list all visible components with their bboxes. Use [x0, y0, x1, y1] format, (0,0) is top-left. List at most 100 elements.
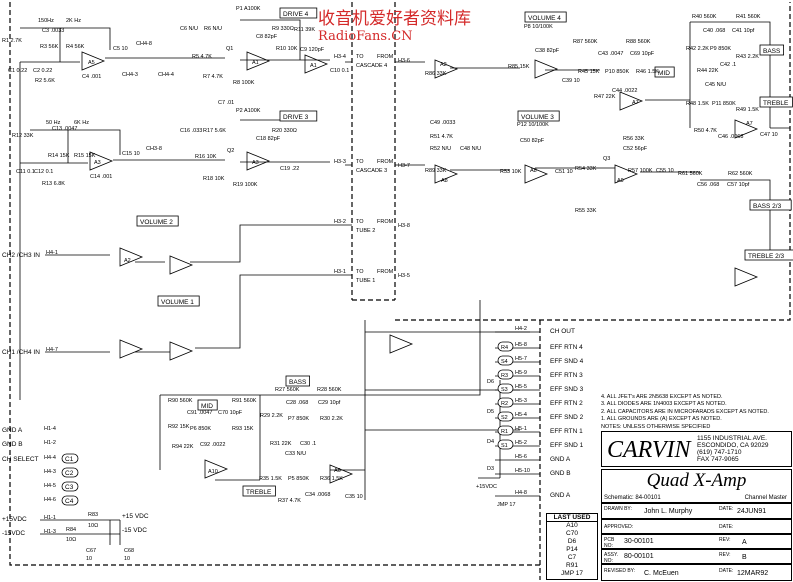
- component-label: C14 .001: [90, 174, 112, 180]
- block-label: BASS 2/3: [753, 203, 782, 210]
- connector-name: CASCADE 4: [356, 63, 387, 69]
- component-label: A2: [124, 258, 131, 264]
- component-label: A6: [334, 468, 341, 474]
- block-label-box: [524, 11, 567, 23]
- connector-name: CASCADE 3: [356, 168, 387, 174]
- component-label: R35 1.5K: [259, 476, 282, 482]
- component-label: C3 .0033: [42, 28, 64, 34]
- component-label: R87 560K: [573, 39, 598, 45]
- effect-tag-outline: [497, 397, 514, 408]
- output-pin: H4-8: [515, 490, 527, 496]
- component-label: C40 .068: [703, 28, 725, 34]
- component-label: R8 100K: [233, 80, 255, 86]
- component-label: R28 560K: [317, 387, 342, 393]
- component-label: R29 2.2K: [260, 413, 283, 419]
- effect-tag-outline: [497, 341, 514, 352]
- connector-pin: H3-6: [398, 58, 410, 64]
- component-label: R19 100K: [233, 182, 258, 188]
- block-label: BASS: [289, 379, 307, 386]
- component-label: R43 2.2K: [736, 54, 759, 60]
- revised-by-label: REVISED BY:: [604, 568, 636, 574]
- component-label: R2 5.6K: [35, 78, 55, 84]
- op-amp-symbol: [81, 51, 106, 71]
- component-label: A1: [252, 60, 259, 66]
- effect-tag: R3: [501, 373, 508, 379]
- c67-value: 10: [86, 556, 92, 562]
- component-label: P8 10/100K: [524, 24, 553, 30]
- component-label: C50 82pF: [520, 138, 545, 144]
- block-label: VOLUME 4: [528, 15, 561, 22]
- component-label: R5 4.7K: [192, 54, 212, 60]
- component-label: R56 33K: [623, 136, 645, 142]
- component-label: C15 10: [122, 151, 140, 157]
- block-label-box: [759, 44, 785, 56]
- svg-text:NOTES: UNLESS OTHERWISE SPECIF: NOTES: UNLESS OTHERWISE SPECIFIED: [601, 424, 710, 430]
- component-label: R55 33K: [575, 208, 597, 214]
- component-label: CH4-3: [122, 72, 138, 78]
- input-row-pin: H1-3: [44, 529, 56, 535]
- input-row-label: CH SELECT: [2, 456, 39, 463]
- connector-name: TUBE 2: [356, 228, 375, 234]
- effect-tag: R1: [501, 429, 508, 435]
- op-amp-symbol: [246, 151, 271, 171]
- op-amp-symbol: [329, 464, 354, 484]
- led-supply-label: +15VDC: [476, 484, 497, 490]
- connector-to-label: TO: [356, 159, 364, 165]
- connector-from-label: FROM: [377, 159, 394, 165]
- output-label: EFF RTN 3: [550, 372, 583, 379]
- block-label: TREBLE 2/3: [748, 253, 785, 260]
- component-label: C7 .01: [218, 100, 234, 106]
- connector-from-label: FROM: [377, 269, 394, 275]
- block-label-box: [744, 249, 793, 261]
- component-label: A8: [530, 168, 537, 174]
- op-amp-symbol: [119, 247, 144, 267]
- op-amp-symbol: [119, 339, 144, 359]
- output-label: EFF RTN 4: [550, 344, 583, 351]
- component-label: R53 10K: [500, 169, 522, 175]
- component-label: C38 82pF: [535, 48, 560, 54]
- component-label: P11 850K: [712, 101, 736, 107]
- block-label-box: [749, 199, 792, 211]
- component-label: C13 .0047: [52, 126, 77, 132]
- diode-label: D6: [487, 379, 494, 385]
- component-label: C6 N/U: [180, 26, 198, 32]
- ch-select-tag-outline: [61, 495, 79, 506]
- date-label: DATE:: [719, 506, 734, 512]
- block-label: BASS: [763, 48, 781, 55]
- component-label: R14 15K: [48, 153, 70, 159]
- component-label: P6 850K: [190, 426, 211, 432]
- drawn-date: 24JUN91: [737, 508, 767, 515]
- ch-select-tag: C4: [65, 498, 74, 505]
- freq-label: 50 Hz: [46, 120, 61, 126]
- component-label: R4 56K: [66, 44, 85, 50]
- input-row-label: -15VDC: [2, 530, 25, 537]
- input-row-pin: H4-4: [44, 455, 56, 461]
- component-label: R12 33K: [12, 133, 34, 139]
- last-used-item: C70: [566, 530, 578, 537]
- output-pin: H5-8: [515, 342, 527, 348]
- component-label: P5 850K: [288, 476, 309, 482]
- effect-tag: S4: [501, 359, 508, 365]
- op-amp-symbol: [204, 459, 229, 479]
- component-label: R31 22K: [270, 441, 292, 447]
- block-label: MID: [201, 403, 213, 410]
- output-pin: H5-10: [515, 468, 530, 474]
- effect-tag: S1: [501, 443, 508, 449]
- pcb-rev: A: [742, 539, 747, 546]
- rev-label: REV:: [719, 537, 731, 543]
- connector-to-label: TO: [356, 54, 364, 60]
- freq-label: 150Hz: [38, 18, 54, 24]
- component-label: C49 .0033: [430, 120, 455, 126]
- component-label: R48 1.5K: [686, 101, 709, 107]
- connector-pin: H3-1: [334, 269, 346, 275]
- input-row-label: GND B: [2, 441, 23, 448]
- block-label-box: [157, 295, 200, 307]
- component-label: R1 2.7K: [2, 38, 22, 44]
- component-label: C39 10: [562, 78, 580, 84]
- op-amp-symbol: [89, 151, 114, 171]
- effect-tag-outline: [497, 383, 514, 394]
- connector-to-label: TO: [356, 219, 364, 225]
- company-address: 1155 INDUSTRIAL AVE.ESCONDIDO, CA 92029(…: [697, 435, 769, 463]
- component-label: A5: [88, 60, 95, 66]
